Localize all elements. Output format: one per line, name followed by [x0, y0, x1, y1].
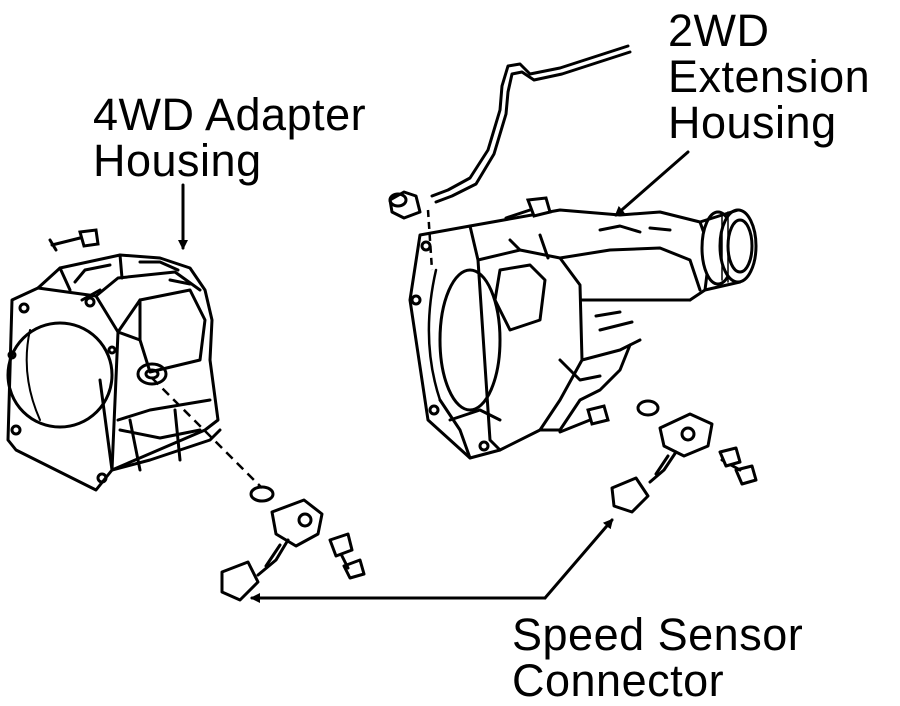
extension-housing-drawing	[408, 208, 758, 460]
breather-tube	[388, 44, 632, 220]
install-line-breather	[426, 209, 434, 271]
label-speed-line2: Connector	[512, 655, 725, 706]
label-speed-sensor-connector: Speed Sensor Connector	[512, 612, 803, 704]
install-line-adapter	[151, 377, 263, 489]
label-4wd-line1: 4WD Adapter	[93, 89, 367, 140]
arrow-sensor-right	[543, 518, 614, 600]
leader-lines	[178, 150, 690, 603]
bolt-adapter	[48, 228, 100, 252]
label-2wd-line1: 2WD	[668, 5, 770, 56]
adapter-housing-drawing	[6, 253, 222, 492]
label-2wd-line2: Extension	[668, 51, 871, 102]
label-4wd-adapter-housing: 4WD Adapter Housing	[93, 92, 366, 184]
arrow-extension	[614, 150, 690, 217]
speed-sensor-adapter	[220, 485, 366, 602]
bolt-extension-bottom	[558, 404, 610, 434]
label-2wd-extension-housing: 2WD Extension Housing	[668, 8, 870, 146]
label-4wd-line2: Housing	[93, 135, 262, 186]
speed-sensor-extension	[610, 399, 758, 514]
bolt-extension-top	[504, 196, 552, 220]
label-2wd-line3: Housing	[668, 97, 837, 148]
label-speed-line1: Speed Sensor	[512, 609, 804, 660]
